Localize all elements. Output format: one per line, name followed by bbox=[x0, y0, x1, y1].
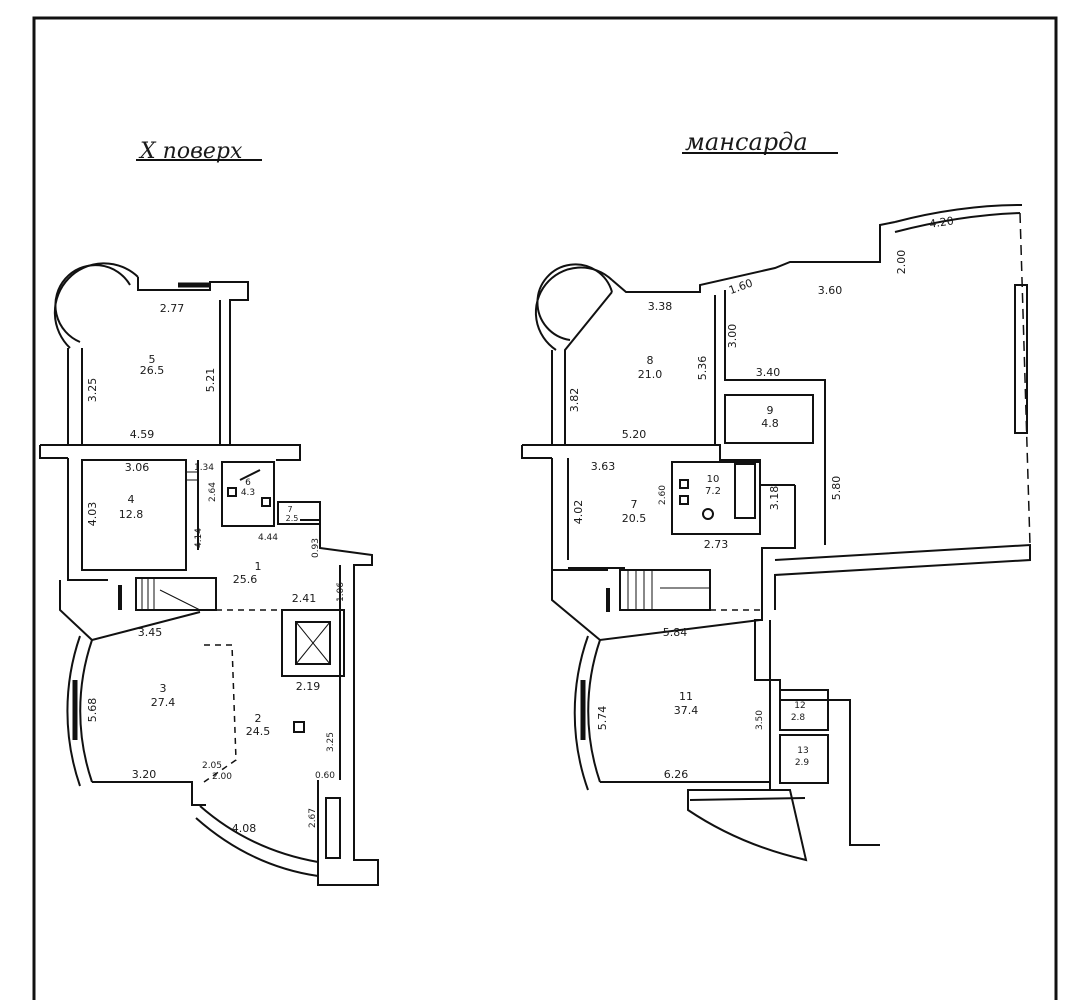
right-dim: 3.60 bbox=[818, 284, 843, 297]
left-dim: 0.60 bbox=[315, 771, 335, 781]
left-room-6-area: 4.3 bbox=[241, 488, 255, 498]
right-dim: 2.73 bbox=[704, 538, 729, 551]
left-room-3-number: 3 bbox=[160, 682, 167, 695]
left-room-7-number: 7 bbox=[287, 505, 292, 514]
left-room-6-number: 6 bbox=[245, 478, 251, 488]
left-dim: 2.64 bbox=[208, 482, 218, 502]
right-dim: 2.00 bbox=[895, 250, 908, 275]
right-dim: 5.36 bbox=[696, 356, 709, 381]
left-dim: 2.19 bbox=[296, 680, 321, 693]
left-dim: 2.77 bbox=[160, 302, 185, 315]
right-room-11-area: 37.4 bbox=[674, 704, 699, 717]
right-dim: 5.80 bbox=[830, 476, 843, 501]
left-dim: 0.93 bbox=[311, 538, 321, 558]
right-room-11-number: 11 bbox=[679, 690, 693, 703]
left-dim: 5.68 bbox=[86, 698, 99, 723]
right-dim: 3.18 bbox=[768, 486, 781, 511]
right-title: мансарда bbox=[682, 128, 838, 156]
left-dim: 4.59 bbox=[130, 428, 155, 441]
left-dim: 4.44 bbox=[258, 533, 278, 543]
right-dim: 3.38 bbox=[648, 300, 673, 313]
right-room-8-area: 21.0 bbox=[638, 368, 663, 381]
left-title: X поверх bbox=[136, 139, 262, 164]
right-dim: 6.26 bbox=[664, 768, 689, 781]
left-room-5-area: 26.5 bbox=[140, 364, 165, 377]
left-room-7-area: 2.5 bbox=[286, 514, 299, 523]
right-room-10-area: 7.2 bbox=[705, 486, 721, 497]
right-dim: 3.50 bbox=[755, 710, 765, 730]
left-floor-plan bbox=[39, 262, 379, 886]
right-room-9-number: 9 bbox=[767, 404, 774, 417]
right-dim: 5.84 bbox=[663, 626, 688, 639]
left-dim: 3.45 bbox=[138, 626, 163, 639]
left-room-1-number: 1 bbox=[255, 560, 262, 573]
right-room-9-area: 4.8 bbox=[761, 417, 779, 430]
left-room-4-number: 4 bbox=[128, 493, 135, 506]
left-room-2-number: 2 bbox=[255, 712, 262, 725]
right-dim: 3.63 bbox=[591, 460, 616, 473]
left-dim: 3.25 bbox=[326, 732, 336, 752]
left-room-5-number: 5 bbox=[149, 353, 156, 366]
left-dim: 3.25 bbox=[86, 378, 99, 403]
left-dim: 1.06 bbox=[336, 582, 346, 602]
right-dim: 4.20 bbox=[928, 214, 954, 230]
right-floor-plan bbox=[521, 204, 1031, 862]
left-room-1-area: 25.6 bbox=[233, 573, 258, 586]
right-dim: 1.60 bbox=[727, 276, 754, 297]
right-room-7-number: 7 bbox=[631, 498, 638, 511]
left-dim: 3.20 bbox=[132, 768, 157, 781]
sheet-border bbox=[32, 16, 1058, 1000]
right-dim: 3.82 bbox=[568, 388, 581, 413]
right-title-text: мансарда bbox=[685, 128, 808, 156]
left-dim: 2.41 bbox=[292, 592, 317, 605]
right-dim: 5.20 bbox=[622, 428, 647, 441]
right-room-12-number: 12 bbox=[794, 701, 805, 711]
left-dim: 2.67 bbox=[308, 808, 318, 828]
left-dim: 4.08 bbox=[232, 822, 257, 835]
right-room-12-area: 2.8 bbox=[791, 713, 806, 723]
right-dim: 3.00 bbox=[726, 324, 739, 349]
left-dim: 3.06 bbox=[125, 461, 150, 474]
right-dim: 2.60 bbox=[658, 485, 668, 505]
left-dim: 4.03 bbox=[86, 502, 99, 527]
right-room-13-number: 13 bbox=[797, 746, 808, 756]
left-dim: 4.14 bbox=[194, 528, 204, 548]
left-room-2-area: 24.5 bbox=[246, 725, 271, 738]
left-dim: 2.05 bbox=[202, 761, 222, 771]
right-plan-labels: 8 21.0 9 4.8 7 20.5 10 7.2 11 37.4 12 2.… bbox=[568, 214, 955, 781]
left-plan-labels: 5 26.5 4 12.8 6 4.3 7 2.5 1 25.6 3 27.4 … bbox=[86, 302, 346, 835]
left-room-4-area: 12.8 bbox=[119, 508, 144, 521]
right-room-10-number: 10 bbox=[707, 474, 720, 485]
right-room-8-number: 8 bbox=[647, 354, 654, 367]
right-room-13-area: 2.9 bbox=[795, 758, 810, 768]
right-dim: 3.40 bbox=[756, 366, 781, 379]
left-dim: 1.34 bbox=[194, 463, 214, 473]
right-dim: 4.02 bbox=[572, 500, 585, 525]
left-room-3-area: 27.4 bbox=[151, 696, 176, 709]
left-dim: 2.00 bbox=[212, 772, 232, 782]
right-room-7-area: 20.5 bbox=[622, 512, 647, 525]
left-dim: 5.21 bbox=[204, 368, 217, 393]
right-dim: 5.74 bbox=[596, 706, 609, 731]
